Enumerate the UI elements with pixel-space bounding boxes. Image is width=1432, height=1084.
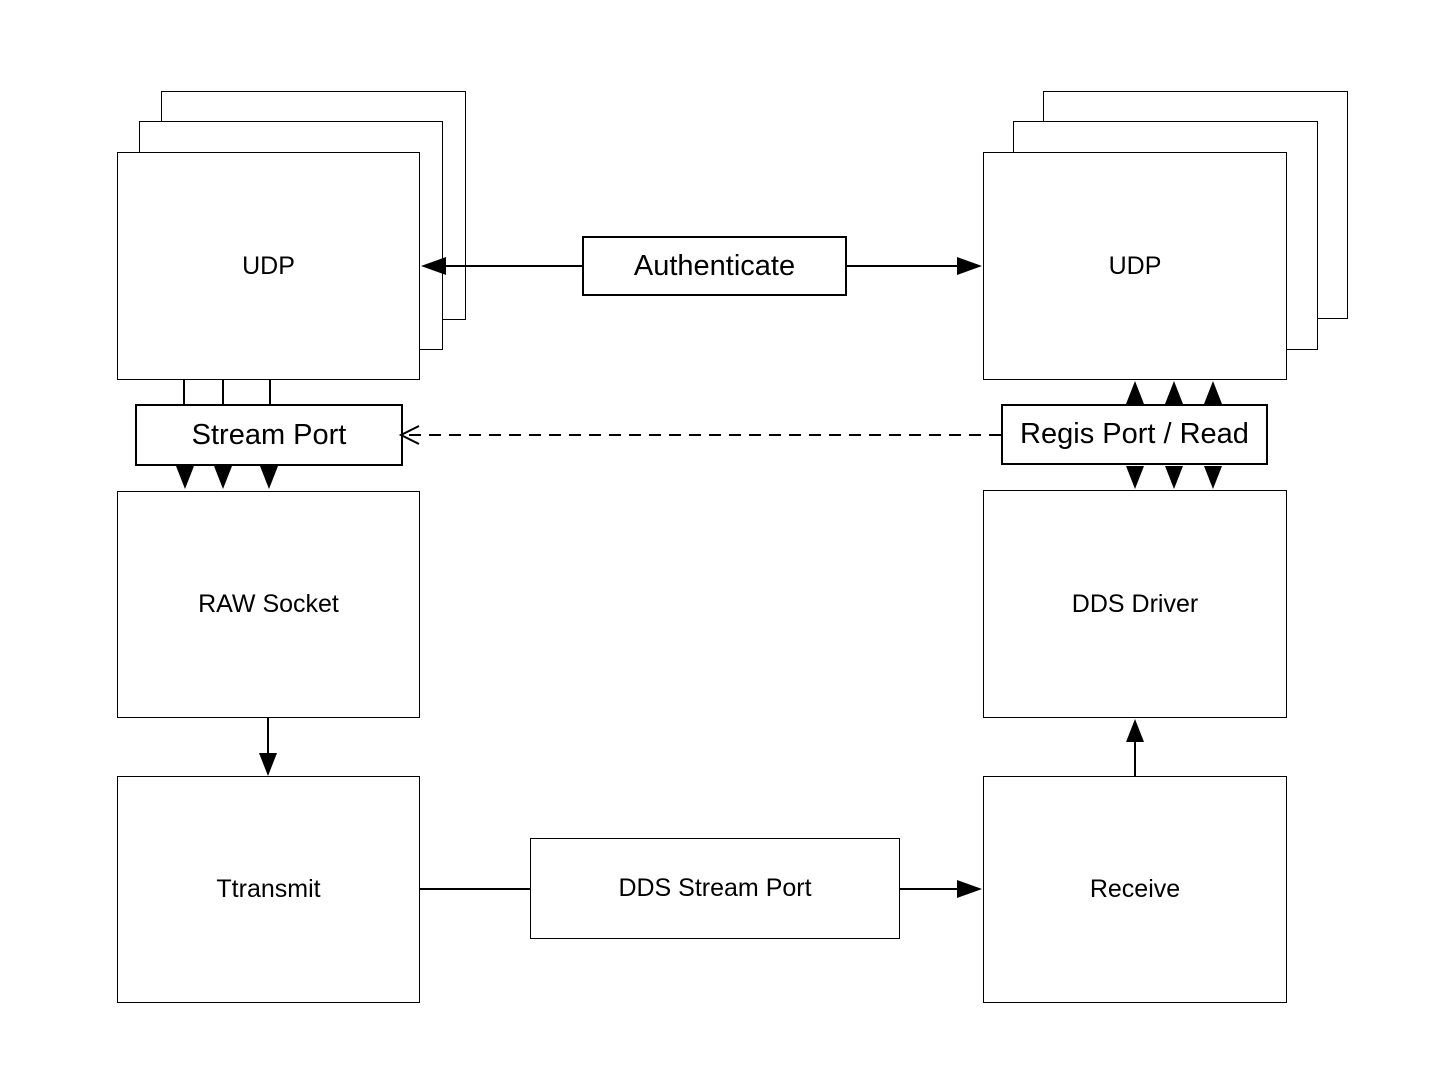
arrow-authenticate-to-udp-right [847, 257, 982, 275]
node-receive: Receive [983, 776, 1287, 1003]
udp-left-label: UDP [242, 251, 295, 280]
arrows-regis-port-to-udp-right [1126, 381, 1222, 404]
node-udp-right: UDP [983, 152, 1287, 380]
dds-driver-label: DDS Driver [1071, 589, 1199, 618]
node-raw-socket: RAW Socket [117, 491, 420, 718]
node-dds-stream-port: DDS Stream Port [530, 838, 900, 939]
arrow-raw-socket-to-ttransmit [259, 718, 277, 776]
arrows-stream-port-to-raw-socket [176, 466, 278, 489]
node-ttransmit: Ttransmit [117, 776, 420, 1003]
raw-socket-label: RAW Socket [198, 590, 339, 618]
node-udp-left: UDP [117, 152, 420, 380]
node-regis-port-read: Regis Port / Read [1001, 404, 1268, 465]
udp-right-label: UDP [1108, 251, 1162, 280]
receive-label: Receive [1089, 875, 1181, 903]
lines-udp-left-to-stream-port [183, 380, 271, 404]
arrow-receive-to-dds-driver [1126, 719, 1144, 776]
node-stream-port: Stream Port [135, 404, 403, 466]
regis-port-read-label: Regis Port / Read [1020, 418, 1249, 450]
dashed-arrow-regis-port-to-stream-port [398, 425, 1001, 445]
stream-port-label: Stream Port [191, 418, 347, 451]
arrow-dds-stream-port-to-receive [900, 880, 982, 898]
dds-stream-port-label: DDS Stream Port [618, 874, 812, 902]
arrows-regis-port-to-dds-driver [1126, 466, 1222, 489]
node-dds-driver: DDS Driver [983, 490, 1287, 718]
ttransmit-label: Ttransmit [216, 875, 321, 903]
node-authenticate: Authenticate [582, 236, 847, 296]
authenticate-label: Authenticate [633, 249, 796, 282]
